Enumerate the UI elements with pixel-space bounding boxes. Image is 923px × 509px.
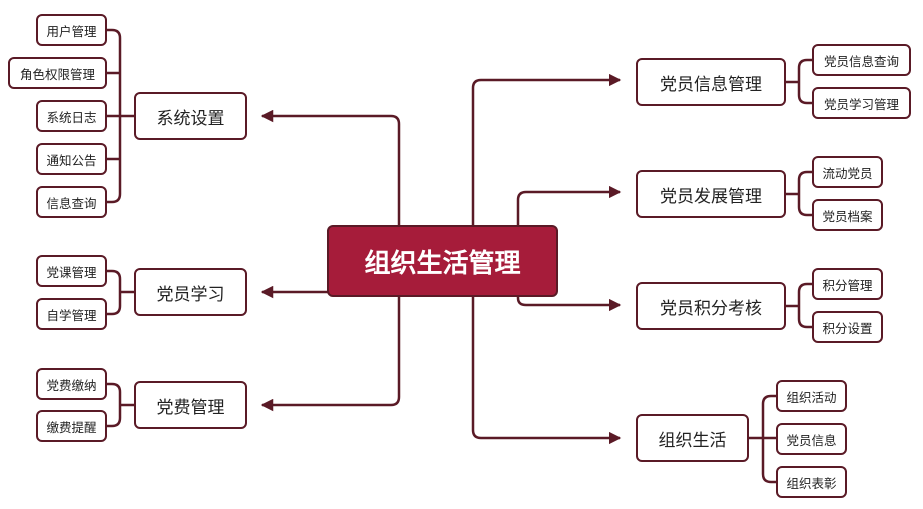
arrow-to-member-development xyxy=(516,185,622,225)
bracket-member-info xyxy=(797,58,812,105)
leaf-payment-reminder[interactable]: 缴费提醒 xyxy=(36,410,107,442)
leaf-org-commendation[interactable]: 组织表彰 xyxy=(776,466,847,498)
branch-system-settings[interactable]: 系统设置 xyxy=(134,92,247,140)
leaf-system-log[interactable]: 系统日志 xyxy=(36,100,107,132)
leaf-member-study-management[interactable]: 党员学习管理 xyxy=(812,87,911,119)
bracket-member-points xyxy=(797,282,812,329)
bracket-member-study xyxy=(107,269,122,316)
leaf-member-archives[interactable]: 党员档案 xyxy=(812,199,883,231)
leaf-dues-payment[interactable]: 党费缴纳 xyxy=(36,368,107,400)
leaf-user-management[interactable]: 用户管理 xyxy=(36,14,107,46)
branch-member-development[interactable]: 党员发展管理 xyxy=(636,170,786,218)
leaf-points-management[interactable]: 积分管理 xyxy=(812,268,883,300)
leaf-lecture-management[interactable]: 党课管理 xyxy=(36,255,107,287)
leaf-member-info[interactable]: 党员信息 xyxy=(776,423,847,455)
branch-member-info[interactable]: 党员信息管理 xyxy=(636,58,786,106)
leaf-info-query[interactable]: 信息查询 xyxy=(36,186,107,218)
leaf-org-activities[interactable]: 组织活动 xyxy=(776,380,847,412)
branch-member-study[interactable]: 党员学习 xyxy=(134,268,247,316)
bracket-member-development xyxy=(797,170,812,217)
leaf-member-info-query[interactable]: 党员信息查询 xyxy=(812,44,911,76)
branch-member-points[interactable]: 党员积分考核 xyxy=(636,282,786,330)
arrow-to-system-settings xyxy=(260,109,401,225)
branch-dues-management[interactable]: 党费管理 xyxy=(134,381,247,429)
leaf-role-permission[interactable]: 角色权限管理 xyxy=(8,57,107,89)
leaf-points-settings[interactable]: 积分设置 xyxy=(812,311,883,343)
arrow-to-member-points xyxy=(516,296,622,312)
bracket-dues xyxy=(107,382,122,428)
arrow-to-org-life xyxy=(471,297,622,445)
arrow-to-member-info xyxy=(471,73,622,225)
branch-org-life[interactable]: 组织生活 xyxy=(636,414,749,462)
leaf-notice[interactable]: 通知公告 xyxy=(36,143,107,175)
leaf-floating-members[interactable]: 流动党员 xyxy=(812,156,883,188)
root-node: 组织生活管理 xyxy=(327,225,558,297)
leaf-self-study[interactable]: 自学管理 xyxy=(36,298,107,330)
arrow-to-dues-management xyxy=(260,297,401,412)
